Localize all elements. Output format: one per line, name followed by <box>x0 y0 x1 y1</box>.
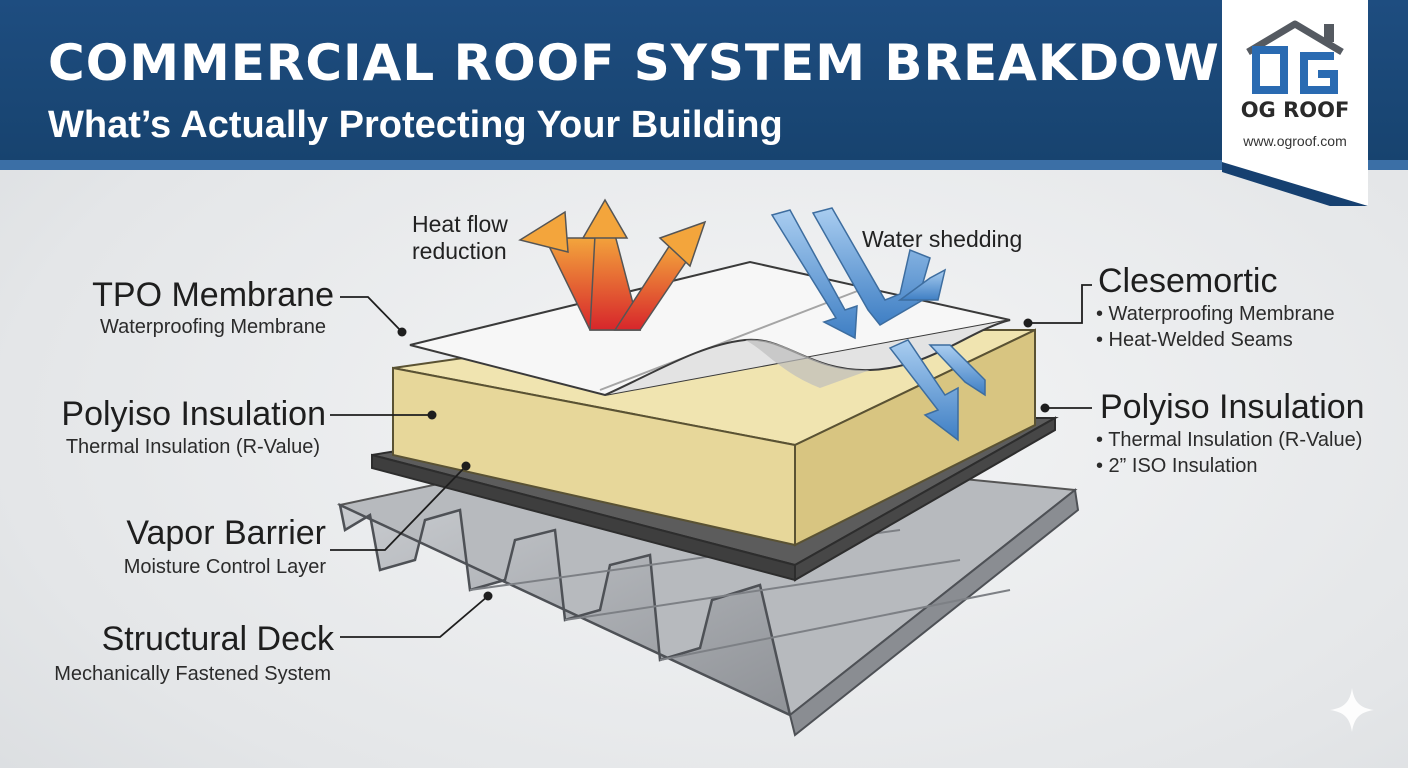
water-shedding-label: Water shedding <box>862 226 1023 252</box>
vapor-barrier-title: Vapor Barrier <box>126 514 326 552</box>
heat-flow-label: Heat flow reduction <box>412 211 508 264</box>
polyiso-title-right: Polyiso Insulation <box>1100 388 1365 426</box>
polyiso-title-left: Polyiso Insulation <box>61 395 326 433</box>
clesemortic-title: Clesemortic <box>1098 262 1278 300</box>
sparkle-icon <box>1330 688 1374 732</box>
tpo-membrane-subtitle: Waterproofing Membrane <box>99 316 326 338</box>
polyiso-bullet-1: • Thermal Insulation (R-Value) <box>1096 429 1363 451</box>
leader-lines <box>330 284 1092 638</box>
clesemortic-bullet-2: • Heat-Welded Seams <box>1096 329 1293 351</box>
house-logo-icon <box>1246 20 1344 94</box>
structural-deck-subtitle: Mechanically Fastened System <box>54 663 331 685</box>
logo-name: OG ROOF <box>1240 98 1350 122</box>
clesemortic-bullet-1: • Waterproofing Membrane <box>1096 303 1335 325</box>
header-banner <box>0 0 1408 160</box>
heat-arrows <box>518 198 707 331</box>
logo-url[interactable]: www.ogroof.com <box>1243 133 1347 149</box>
leader-dots <box>397 318 1050 601</box>
tpo-membrane-title: TPO Membrane <box>92 276 334 314</box>
page-subtitle: What’s Actually Protecting Your Building <box>48 104 783 146</box>
polyiso-bullet-2: • 2” ISO Insulation <box>1096 455 1258 477</box>
structural-deck-title: Structural Deck <box>101 620 334 658</box>
water-arrows <box>770 207 986 442</box>
logo-badge <box>1222 0 1368 206</box>
page-title: COMMERCIAL ROOF SYSTEM BREAKDOWN <box>48 34 1263 92</box>
header-stripe <box>0 160 1408 170</box>
vapor-barrier-subtitle: Moisture Control Layer <box>123 556 326 578</box>
polyiso-subtitle-left: Thermal Insulation (R-Value) <box>65 436 320 458</box>
